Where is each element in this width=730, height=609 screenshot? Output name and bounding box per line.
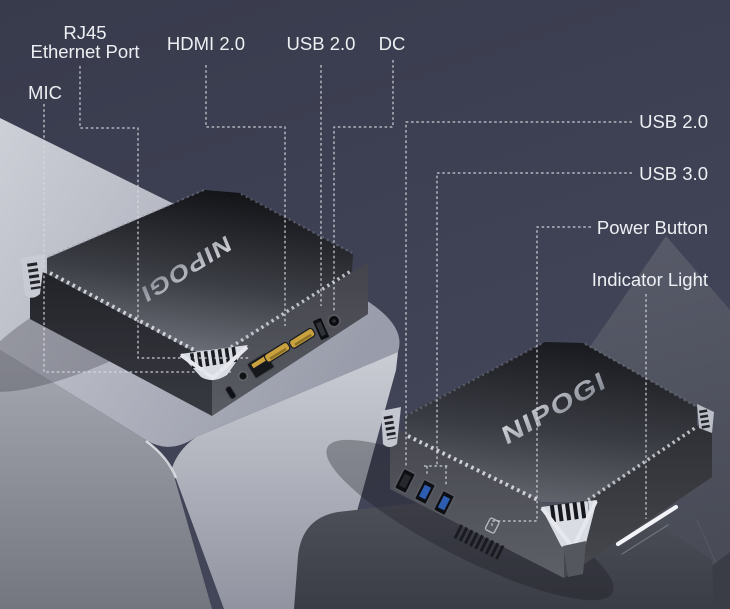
callout-line-mic (43, 104, 232, 373)
label-usb2-top: USB 2.0 (287, 33, 356, 54)
kensington-lock-slot (225, 385, 237, 400)
indicator-light-edge (621, 524, 669, 555)
callout-line-dc (333, 60, 394, 313)
corner-vent-front-r (540, 500, 598, 577)
back-panel-ports (225, 314, 341, 400)
corner-vent-right-r (697, 404, 714, 433)
device-left-top-face (47, 190, 353, 351)
pedestal-left-corner-highlight (145, 439, 178, 479)
device-right-side-face (564, 416, 712, 578)
label-usb3-right: USB 3.0 (639, 163, 708, 184)
device-right: NIPOGI (381, 342, 714, 578)
usb2-port-back (311, 316, 331, 342)
vent-edge-front-left-r (407, 434, 541, 503)
indicator-light-strip (615, 504, 679, 547)
corner-vent-left (21, 254, 45, 298)
device-right-top-face (404, 342, 697, 502)
label-mic: MIC (28, 82, 62, 103)
device-left: NIPOGI (21, 188, 368, 416)
power-button (484, 517, 500, 534)
callout-lines (43, 60, 647, 527)
vent-edge-back-left (47, 188, 205, 259)
device-left-port-face (212, 262, 368, 416)
label-rj45-line2: Ethernet Port (30, 41, 139, 62)
label-rj45-line1: RJ45 (63, 22, 106, 43)
dc-jack (327, 314, 341, 328)
label-usb2-right: USB 2.0 (639, 111, 708, 132)
hdmi-port-1 (263, 341, 291, 363)
label-power-button: Power Button (597, 217, 708, 238)
callout-line-hdmi (205, 65, 286, 326)
pedestal-left-front-face (0, 350, 212, 609)
device-left-side-face (30, 265, 212, 416)
label-dc: DC (379, 33, 406, 54)
callout-labels: RJ45 Ethernet Port MIC HDMI 2.0 USB 2.0 … (28, 22, 708, 290)
vent-slots (453, 524, 505, 560)
label-indicator-light: Indicator Light (592, 269, 708, 290)
label-hdmi: HDMI 2.0 (167, 33, 245, 54)
device-right-front-face (390, 425, 564, 578)
callout-line-rj45 (79, 66, 250, 359)
vent-edge-front-left (49, 271, 195, 352)
usb3-port-1 (414, 479, 436, 505)
usb3-port-2 (433, 490, 455, 516)
callout-line-usb2-right (405, 121, 632, 468)
mic-jack (237, 370, 249, 382)
corner-vent-left-r (381, 407, 401, 447)
hdmi-port-2 (288, 327, 316, 349)
callout-line-usb3-right (424, 172, 632, 486)
front-panel-ports (394, 468, 679, 560)
usb2-port-front (394, 468, 416, 494)
